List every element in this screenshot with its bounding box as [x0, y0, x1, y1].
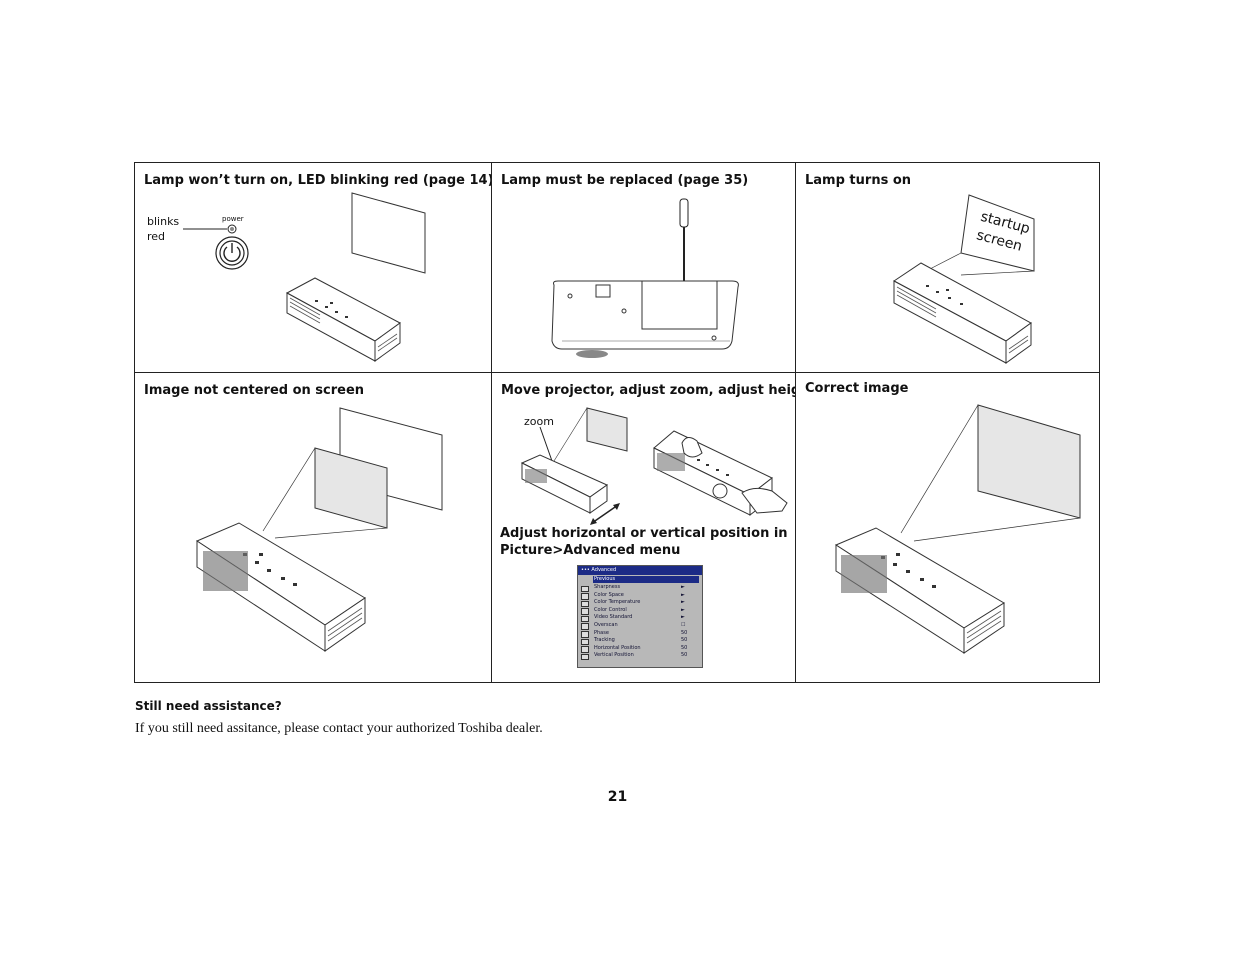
cell-title: Correct image: [805, 381, 909, 396]
startup-screen-illustration: [893, 194, 1035, 364]
advanced-menu: ••• Advanced Previous Sharpness► Color S…: [577, 565, 703, 668]
cell-title: Move projector, adjust zoom, adjust heig…: [501, 383, 795, 398]
menu-item-color-space[interactable]: Color Space►: [578, 592, 702, 600]
color-space-icon: [581, 593, 589, 600]
cell-lamp-replaced: Lamp must be replaced (page 35): [492, 163, 795, 372]
menu-item-video-standard[interactable]: Video Standard►: [578, 614, 702, 623]
assistance-text: If you still need assitance, please cont…: [135, 721, 543, 736]
power-led-illustration: [183, 192, 426, 362]
menu-title: ••• Advanced: [578, 566, 702, 575]
lamp-replacement-illustration: [551, 198, 739, 358]
menu-item-overscan[interactable]: Overscan☐: [578, 622, 702, 630]
color-control-icon: [581, 608, 589, 615]
correct-image-illustration: [834, 404, 1081, 654]
menu-item-color-control[interactable]: Color Control►: [578, 607, 702, 615]
red-label: red: [147, 230, 166, 243]
vertical-position-icon: [581, 653, 589, 661]
overscan-icon: [581, 623, 589, 630]
cell-move-projector: Move projector, adjust zoom, adjust heig…: [492, 373, 795, 684]
cell-title: Lamp won’t turn on, LED blinking red (pa…: [144, 173, 491, 188]
cell-title: Lamp turns on: [805, 173, 912, 188]
thermometer-icon: [581, 600, 589, 608]
sub-title-line1: Adjust horizontal or vertical position i…: [500, 526, 788, 541]
tracking-icon: [581, 638, 589, 646]
blinks-label: blinks: [147, 215, 180, 228]
power-label: power: [222, 215, 244, 223]
cell-lamp-turns-on: Lamp turns on startup screen: [796, 163, 1101, 372]
off-center-image-illustration: [195, 407, 443, 652]
menu-item-sharpness[interactable]: Sharpness►: [578, 584, 702, 592]
zoom-label: zoom: [524, 415, 554, 428]
page-number: 21: [607, 789, 628, 805]
menu-item-previous[interactable]: Previous: [593, 576, 699, 583]
troubleshooting-table: Lamp won’t turn on, LED blinking red (pa…: [134, 162, 1100, 683]
sub-title-line2: Picture>Advanced menu: [500, 543, 681, 558]
row-divider: [135, 372, 1099, 373]
phase-icon: [581, 631, 589, 638]
cell-lamp-wont-turn-on: Lamp won’t turn on, LED blinking red (pa…: [135, 163, 491, 372]
column-divider: [795, 163, 796, 682]
cell-image-not-centered: Image not centered on screen: [135, 373, 491, 684]
assistance-heading: Still need assistance?: [135, 699, 282, 713]
menu-item-color-temperature[interactable]: Color Temperature►: [578, 599, 702, 608]
cell-title: Lamp must be replaced (page 35): [501, 173, 749, 188]
column-divider: [491, 163, 492, 682]
cell-title: Image not centered on screen: [144, 383, 365, 398]
sharpness-icon: [581, 585, 589, 592]
horizontal-position-icon: [581, 646, 589, 653]
cell-correct-image: Correct image: [796, 373, 1101, 684]
move-projector-illustration: [520, 407, 788, 525]
video-standard-icon: [581, 615, 589, 623]
